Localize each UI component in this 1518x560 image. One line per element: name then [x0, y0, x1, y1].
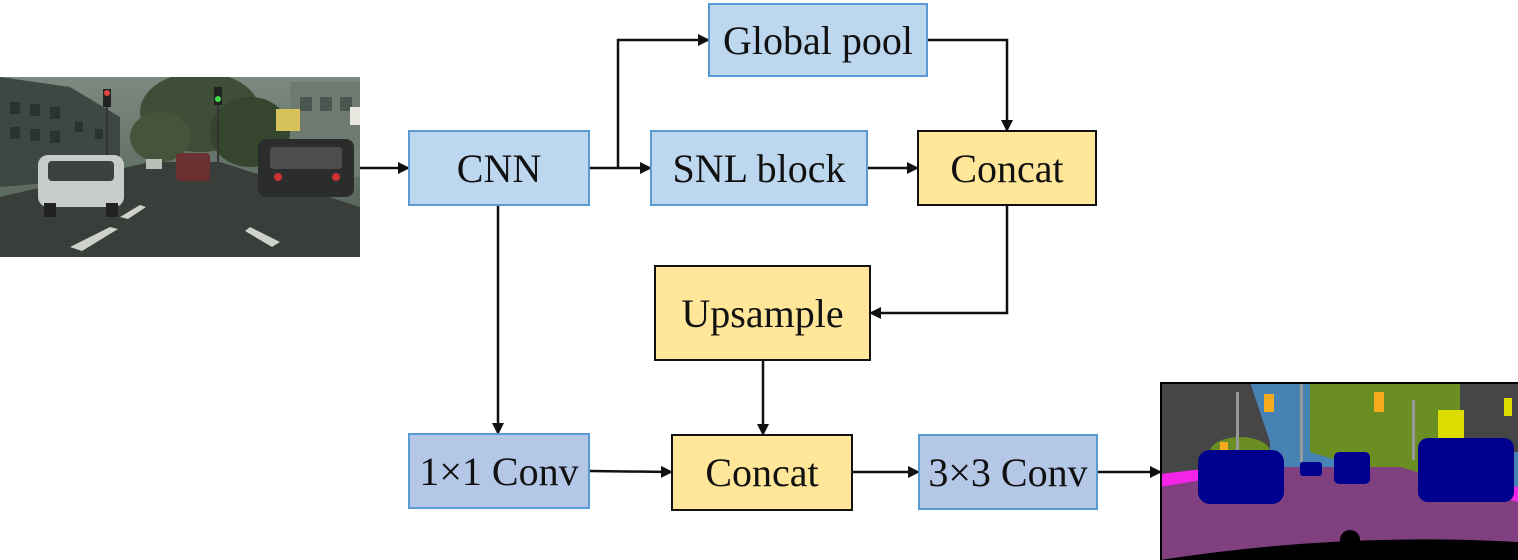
upsample-box: Upsample	[654, 265, 871, 361]
global-pool-box: Global pool	[708, 3, 928, 77]
cnn-box: CNN	[408, 130, 590, 206]
input-image	[0, 77, 360, 257]
street-scene-photo	[0, 77, 360, 257]
snl-block-box: SNL block	[650, 130, 868, 206]
segmentation-map	[1160, 382, 1518, 560]
conv1x1-box: 1×1 Conv	[408, 433, 590, 509]
arrow-conv1x1-to-concat	[589, 465, 673, 478]
arrow-cnn-to-global-pool	[616, 34, 710, 168]
concat-top-box: Concat	[917, 130, 1097, 206]
arrow-global-pool-to-concat	[928, 38, 1013, 132]
output-image	[1160, 382, 1518, 560]
conv3x3-box: 3×3 Conv	[918, 434, 1098, 510]
concat-bottom-box: Concat	[671, 434, 853, 511]
arrow-concat-to-upsample	[869, 206, 1009, 319]
